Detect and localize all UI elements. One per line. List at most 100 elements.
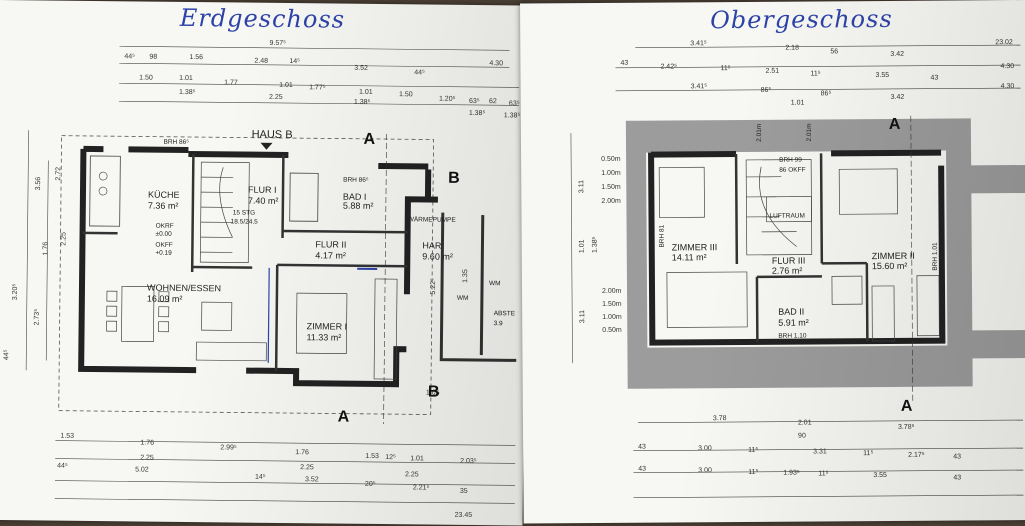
upper-floor-sheet: Obergeschoss 3.41⁵ 2.18 56 3.42 23.02 43… [520,0,1025,524]
section-mark-a-top: A [889,116,901,133]
section-mark-a-bottom: A [338,409,350,426]
dim-text: 44⁵ [124,53,135,60]
heatpump-label: WÄRMEPUMPE [408,215,457,224]
dim-text: 1.53 [60,433,74,440]
dim-text: 3.11 [578,180,585,193]
dim-text: 1.38⁵ [354,99,371,106]
brh-label: BRH 81 [659,224,666,247]
room-area: 16.09 m² [147,294,183,304]
height-mark: 2.01m [756,124,763,142]
stairs-ratio: 18.5/24.5 [231,218,259,225]
brh-label: BRH 86⁵ [343,177,369,184]
dim-text: 35 [460,488,468,495]
dim-text: 1.01 [359,89,373,96]
dim-text: 98 [149,54,157,61]
dim-text: 1.38⁵ [592,236,599,253]
ground-floor-plan: 9.57⁵ 44⁵ 98 1.56 2.48 14⁵ 3.52 44⁵ 4.30… [0,0,528,526]
dim-text: 1.76 [295,449,309,456]
dim-text: 2.25 [140,454,154,461]
dim-text: 3.52 [354,65,368,72]
dim-text: 2.01 [798,419,812,426]
wm-label: WM [489,280,501,287]
dim-text: 44⁵ [414,69,425,76]
dim-text: 2.99⁵ [220,444,237,451]
dim-text: 2.25 [269,94,283,101]
dim-text: 3.41⁵ [690,40,707,47]
dim-text: 1.01 [179,75,193,82]
dim-text: 1.38⁵ [469,110,486,117]
dim-text: 14⁵ [255,474,266,481]
dim-text: 1.38⁵ [179,89,196,96]
dim-text: 43 [953,453,961,460]
dim-text: 2.48 [254,58,268,65]
dim-text: 20⁵ [365,481,376,488]
height-mark: 2.00m [602,288,622,295]
height-mark: 1.50m [602,301,622,308]
brh-label: BRH 1.10 [778,333,807,340]
room-name: HAR [422,240,442,250]
height-mark: 0.50m [601,156,621,163]
room-name: BAD II [778,307,804,317]
house-label: HAUS B [252,129,293,141]
room-area: 9.60 m² [422,251,453,261]
section-mark-a-top: A [363,131,375,148]
dim-text: 11⁵ [748,469,758,476]
room-name: ZIMMER II [872,251,915,261]
dim-text: 56 [830,48,838,55]
dim-text: 2.25 [300,464,314,471]
section-mark-b-bottom: B [428,384,440,401]
height-mark: 1.50m [601,184,621,191]
dim-text: 5.22⁵ [430,278,437,295]
dim-text: 44⁵ [57,463,68,470]
dim-text: 23.45 [455,512,473,519]
dim-text: 1.01 [410,455,424,462]
dim-text: 1.20⁵ [439,96,456,103]
height-mark: 0.50m [602,327,622,334]
dim-text: 3.52 [305,476,319,483]
room-name: KÜCHE [148,190,180,200]
dim-text: 63⁵ [509,100,520,107]
dim-text: 43 [638,444,646,451]
dim-text: 44⁵ [3,349,10,360]
brh-label: BRH 86⁵ [163,139,189,146]
room-area: 4.17 m² [315,250,346,260]
dim-text: 3.11 [579,310,586,323]
dim-text: 90 [798,433,806,440]
dim-text: 3.31 [813,448,827,455]
dim-text: 43 [638,466,646,473]
room-area: 11.33 m² [306,332,341,342]
dim-text: 62 [489,98,497,105]
dim-text: 1.76 [140,439,154,446]
dim-text: 2.21⁵ [413,484,430,491]
dim-text: 3.42 [891,94,905,101]
dim-text: 3.55 [873,472,887,479]
okrf-label: OKRF [156,223,174,230]
dim-text: 3.00 [698,445,712,452]
okff-label: OKFF [155,242,172,249]
dim-text: 1.93⁵ [783,470,800,477]
brh-label: BRH 99 [779,157,802,164]
dim-text: 3.78⁵ [898,424,915,431]
height-mark: 1.00m [601,170,621,177]
height-mark: 1.00m [602,314,622,321]
dim-text: 43 [931,75,939,82]
dim-text: 14⁵ [289,58,300,65]
dim-text: 3.55 [875,72,889,79]
dim-text: 5.02 [135,466,149,473]
stairs-label: 15 STG [233,209,255,216]
dim-text: 3.56 [35,177,42,191]
dim-text: 1.01 [579,239,586,253]
dim-text: 1.01 [279,82,293,89]
dim-text: 1.01 [791,100,805,107]
room-area: 5.88 m² [343,201,374,211]
ground-floor-sheet: Erdgeschoss 9.57⁵ 44⁵ 98 1.56 2.48 14⁵ 3… [0,0,528,526]
void-label: LUFTRAUM [769,213,804,220]
wm-label: WM [457,295,469,302]
dim-text: 23.02 [995,39,1013,46]
dim-text: 1.77 [224,79,238,86]
okff-label: 86 OKFF [779,167,805,174]
dim-text: 11⁵ [810,70,820,77]
room-name: FLUR I [248,185,277,195]
room-name: ZIMMER I [307,321,348,331]
okff-value: +0.19 [155,250,172,257]
